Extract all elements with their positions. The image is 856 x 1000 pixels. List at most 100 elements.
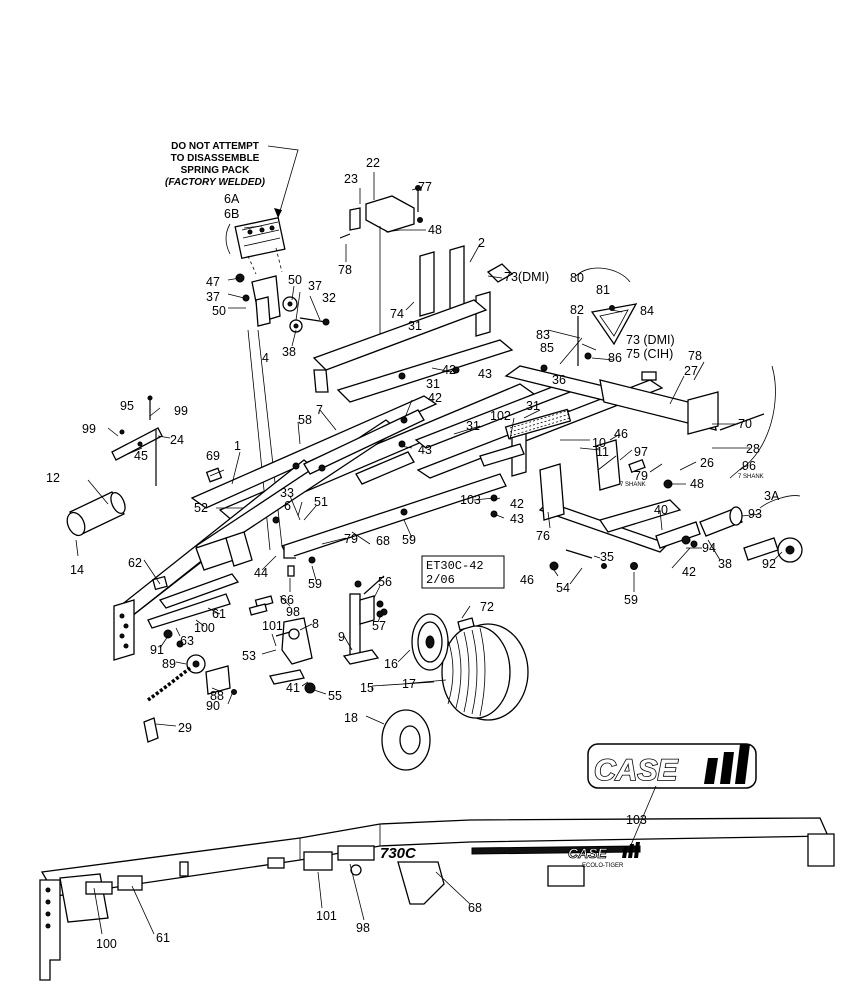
callout-94: 94 — [702, 541, 716, 555]
callout-73-dmi-b: 73 (DMI) — [626, 333, 675, 347]
callout-53: 53 — [242, 649, 256, 663]
callout-70: 70 — [738, 417, 752, 431]
callout-100a: 100 — [194, 621, 215, 635]
stamp-line-2: 2/06 — [426, 573, 455, 587]
callout-98a: 98 — [286, 605, 300, 619]
callout-96: 96 — [742, 459, 756, 473]
callout-42c: 42 — [510, 497, 524, 511]
callout-79b: 79 — [344, 532, 358, 546]
callout-15: 15 — [360, 681, 374, 695]
callout-61b: 61 — [156, 931, 170, 945]
model-text: 730C — [380, 845, 417, 862]
note-line-1: DO NOT ATTEMPT — [171, 141, 259, 152]
case-ih-decal: CASE — [587, 743, 757, 789]
callout-3a: 3A — [764, 489, 780, 503]
callout-8: 8 — [312, 617, 319, 631]
callout-103b: 103 — [626, 813, 647, 827]
callout-38b: 38 — [718, 557, 732, 571]
callout-77: 77 — [418, 180, 432, 194]
callout-11: 11 — [596, 445, 609, 459]
callout-31a: 31 — [408, 319, 422, 333]
callout-41: 41 — [286, 681, 300, 695]
wheel-and-tire — [381, 613, 529, 771]
callout-97: 97 — [634, 445, 648, 459]
callout-76: 76 — [536, 529, 550, 543]
decals — [152, 263, 657, 616]
callout-68: 68 — [376, 534, 390, 548]
callout-63: 63 — [180, 634, 194, 648]
callout-95: 95 — [120, 399, 134, 413]
callout-90: 90 — [206, 699, 220, 713]
callout-42a: 42 — [442, 363, 456, 377]
callout-101a: 101 — [262, 619, 283, 633]
callout-84: 84 — [640, 304, 654, 318]
callout-18: 18 — [344, 711, 358, 725]
callout-42b: 42 — [428, 391, 442, 405]
shank-label-a: 7 SHANK — [738, 474, 764, 480]
spring-pack — [225, 217, 286, 275]
callout-59c: 59 — [308, 577, 322, 591]
callout-10: 10 — [592, 436, 606, 450]
callout-69: 69 — [206, 449, 220, 463]
callout-33: 33 — [280, 486, 294, 500]
callout-12: 12 — [46, 471, 60, 485]
callout-31d: 31 — [526, 399, 540, 413]
callout-labels: 77 22 23 48 78 2 73(DMI) 6A 6B 47 37 50 … — [46, 156, 780, 951]
callout-46: 46 — [614, 427, 628, 441]
callout-56: 56 — [378, 575, 392, 589]
callout-26: 26 — [700, 456, 714, 470]
callout-73-dmi: 73(DMI) — [504, 270, 549, 284]
callout-6a: 6A — [224, 192, 240, 206]
callout-42d: 42 — [682, 565, 696, 579]
callout-51: 51 — [314, 495, 328, 509]
callout-68b: 68 — [468, 901, 482, 915]
callout-35: 35 — [600, 550, 614, 564]
callout-9: 9 — [338, 630, 345, 644]
callout-80: 80 — [570, 271, 584, 285]
hitch-bracket-assembly — [235, 273, 330, 551]
callout-24: 24 — [170, 433, 184, 447]
note-line-2: TO DISASSEMBLE — [171, 153, 260, 164]
callout-72: 72 — [480, 600, 494, 614]
case-logo-text: CASE — [594, 754, 678, 787]
callout-31c: 31 — [466, 419, 480, 433]
callout-6b: 6B — [224, 207, 239, 221]
main-frame — [113, 245, 765, 661]
callout-7: 7 — [316, 403, 323, 417]
callout-89: 89 — [162, 657, 176, 671]
callout-4: 4 — [262, 351, 269, 365]
callout-28: 28 — [746, 442, 760, 456]
callout-66: 66 — [280, 593, 294, 607]
jack-stand — [342, 575, 388, 665]
callout-79a: 79 — [634, 469, 648, 483]
callout-59a: 59 — [402, 533, 416, 547]
callout-22: 22 — [366, 156, 380, 170]
stamp-line-1: ET30C-42 — [426, 559, 484, 573]
hub-axle — [549, 506, 803, 571]
hitch-clevis — [269, 617, 313, 685]
callout-82: 82 — [570, 303, 584, 317]
callout-78b: 78 — [688, 349, 702, 363]
callout-61a: 61 — [212, 607, 226, 621]
callout-81: 81 — [596, 283, 610, 297]
callout-37a: 37 — [206, 290, 220, 304]
callout-54: 54 — [556, 581, 570, 595]
callout-103: 103 — [460, 493, 481, 507]
callout-86: 86 — [608, 351, 622, 365]
callout-27: 27 — [684, 364, 698, 378]
callout-43b: 43 — [418, 443, 432, 457]
sub-brand-text: ECOLO-TIGER — [582, 863, 624, 869]
callout-16: 16 — [384, 657, 398, 671]
drawing-stamp: ET30C-42 2/06 — [421, 555, 505, 589]
callout-31b: 31 — [426, 377, 440, 391]
callout-50a: 50 — [212, 304, 226, 318]
shank-label-b: 7 SHANK — [620, 482, 646, 488]
callout-2: 2 — [478, 236, 485, 250]
callout-48b: 48 — [690, 477, 704, 491]
callout-52: 52 — [194, 501, 208, 515]
top-mount-brackets — [339, 185, 421, 340]
callout-74: 74 — [390, 307, 404, 321]
frame-side-view: 730C CASE ECOLO-TIGER — [39, 817, 835, 981]
